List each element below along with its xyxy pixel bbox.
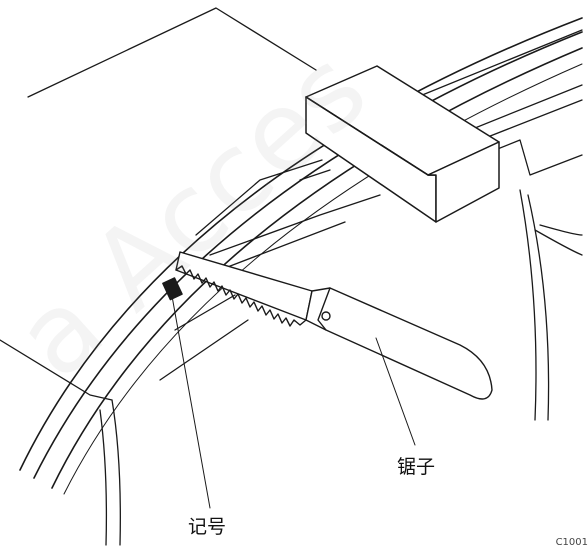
wood-block	[305, 65, 500, 223]
mark-label: 记号	[188, 516, 227, 538]
windshield-molding	[19, 17, 583, 495]
body-panel-lines	[0, 7, 583, 546]
saw-handle	[305, 287, 493, 400]
saw-blade	[175, 251, 313, 327]
figure-code: C1001	[555, 537, 588, 548]
mark-on-molding	[162, 277, 183, 301]
leader-lines	[171, 295, 416, 509]
saw-label: 锯子	[397, 456, 436, 478]
